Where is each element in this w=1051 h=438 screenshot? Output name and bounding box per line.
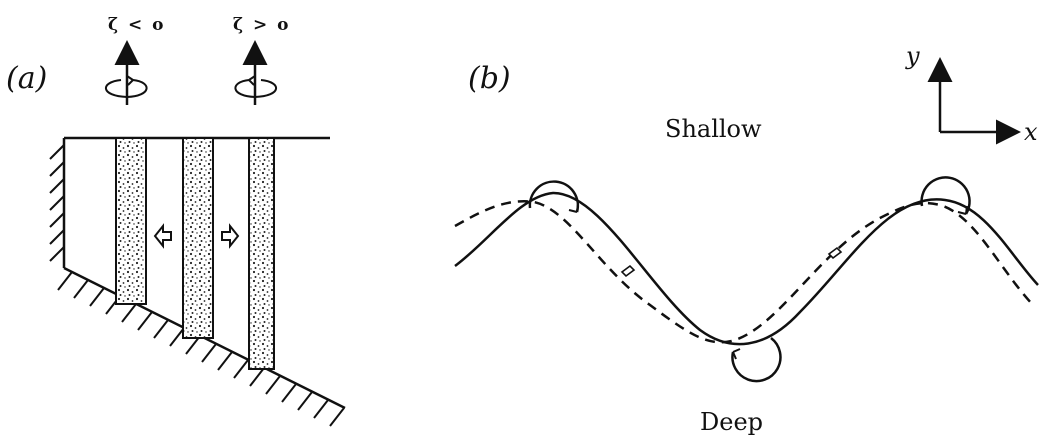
panel-b-label: (b) [468,61,511,96]
isobath-solid-curve [454,191,1039,346]
deep-label: Deep [700,408,763,436]
panel-b: (b) Shallow Deep y x [454,42,1039,436]
shallow-label: Shallow [665,115,762,143]
zeta-positive-label: ζ > o [233,15,291,35]
eddy-center-icon [731,337,782,383]
bottom-hatching [57,271,345,427]
left-displacement-arrow-icon [153,223,172,249]
wall-hatching [49,144,65,262]
flow-arrow-right-icon [827,246,843,260]
fluid-column-right [248,137,275,370]
eddy-left-icon [528,180,580,213]
right-displacement-arrow-icon [221,223,240,249]
panel-a: (a) ζ < o ζ > o [6,15,346,427]
rotation-arrow-anticlockwise-icon [105,40,148,105]
rotation-arrow-clockwise-icon [234,40,277,105]
coordinate-axes-icon [927,57,1021,145]
fluid-column-left [115,137,147,305]
eddy-right-icon [920,176,971,215]
panel-a-label: (a) [6,61,47,96]
zeta-negative-label: ζ < o [108,15,166,35]
y-axis-label: y [905,42,920,70]
x-axis-label: x [1024,118,1038,146]
displaced-dashed-curve [454,200,1034,344]
flow-arrow-left-icon [620,264,636,278]
fluid-column-middle [182,137,214,339]
